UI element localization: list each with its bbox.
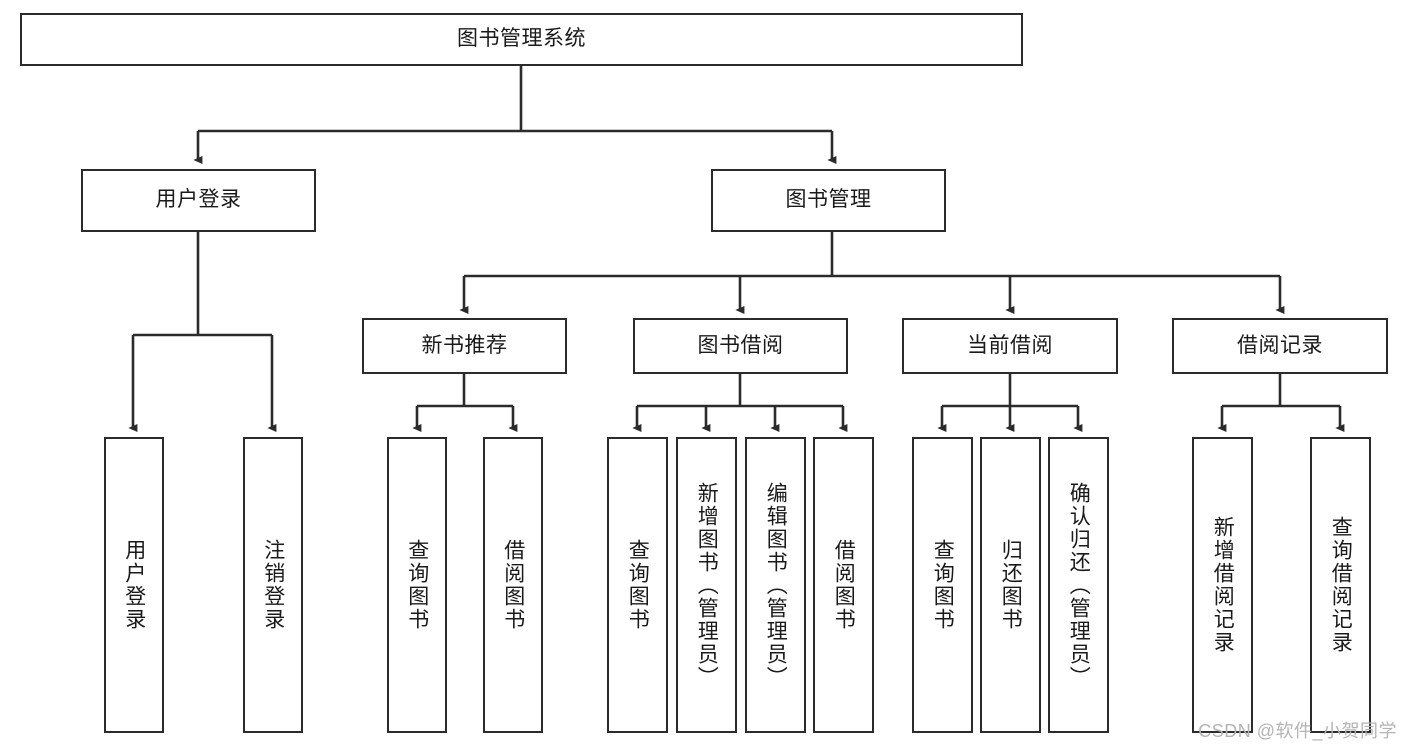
- node-leaf-edit-book[interactable]: 编辑图书（管理员）: [745, 437, 806, 733]
- node-leaf-query-book-3[interactable]: 查询图书: [912, 437, 973, 733]
- node-leaf-user-login-label: 用户登录: [122, 539, 146, 631]
- node-leaf-query-book-1-label: 查询图书: [405, 539, 429, 631]
- node-leaf-return-book[interactable]: 归还图书: [980, 437, 1041, 733]
- node-leaf-query-book-3-label: 查询图书: [931, 539, 955, 631]
- node-leaf-query-record[interactable]: 查询借阅记录: [1310, 437, 1371, 733]
- node-leaf-add-book-label: 新增图书（管理员）: [695, 481, 719, 689]
- node-new-book-rec-label: 新书推荐: [421, 333, 508, 357]
- node-book-borrow[interactable]: 图书借阅: [633, 318, 848, 374]
- node-leaf-query-book-1[interactable]: 查询图书: [387, 437, 447, 733]
- node-leaf-edit-book-label: 编辑图书（管理员）: [764, 481, 788, 689]
- node-user-login-label: 用户登录: [155, 188, 242, 212]
- node-leaf-query-book-2-label: 查询图书: [626, 539, 650, 631]
- node-root[interactable]: 图书管理系统: [20, 13, 1023, 66]
- node-leaf-borrow-book-1-label: 借阅图书: [501, 539, 525, 631]
- node-leaf-add-record-label: 新增借阅记录: [1211, 516, 1235, 654]
- node-borrow-record-label: 借阅记录: [1237, 333, 1323, 357]
- node-leaf-borrow-book-1[interactable]: 借阅图书: [483, 437, 543, 733]
- node-book-borrow-label: 图书借阅: [697, 333, 784, 357]
- node-current-borrow-label: 当前借阅: [967, 333, 1053, 357]
- node-user-login[interactable]: 用户登录: [81, 169, 316, 232]
- node-leaf-logout[interactable]: 注销登录: [243, 437, 303, 733]
- node-leaf-user-login[interactable]: 用户登录: [104, 437, 164, 733]
- node-book-manage[interactable]: 图书管理: [711, 169, 946, 232]
- node-leaf-confirm-return-label: 确认归还（管理员）: [1067, 481, 1091, 689]
- node-new-book-rec[interactable]: 新书推荐: [362, 318, 567, 374]
- node-leaf-query-record-label: 查询借阅记录: [1329, 516, 1353, 654]
- node-current-borrow[interactable]: 当前借阅: [902, 318, 1118, 374]
- node-borrow-record[interactable]: 借阅记录: [1172, 318, 1388, 374]
- node-leaf-logout-label: 注销登录: [261, 539, 285, 631]
- node-root-label: 图书管理系统: [457, 27, 586, 51]
- node-leaf-add-book[interactable]: 新增图书（管理员）: [676, 437, 737, 733]
- watermark-text: CSDN @软件_小贺同学: [1198, 721, 1397, 741]
- node-leaf-return-book-label: 归还图书: [999, 539, 1023, 631]
- node-leaf-borrow-book-2-label: 借阅图书: [832, 539, 856, 631]
- node-book-manage-label: 图书管理: [785, 188, 872, 212]
- node-leaf-borrow-book-2[interactable]: 借阅图书: [813, 437, 874, 733]
- node-leaf-query-book-2[interactable]: 查询图书: [607, 437, 668, 733]
- node-leaf-add-record[interactable]: 新增借阅记录: [1192, 437, 1253, 733]
- node-leaf-confirm-return[interactable]: 确认归还（管理员）: [1048, 437, 1109, 733]
